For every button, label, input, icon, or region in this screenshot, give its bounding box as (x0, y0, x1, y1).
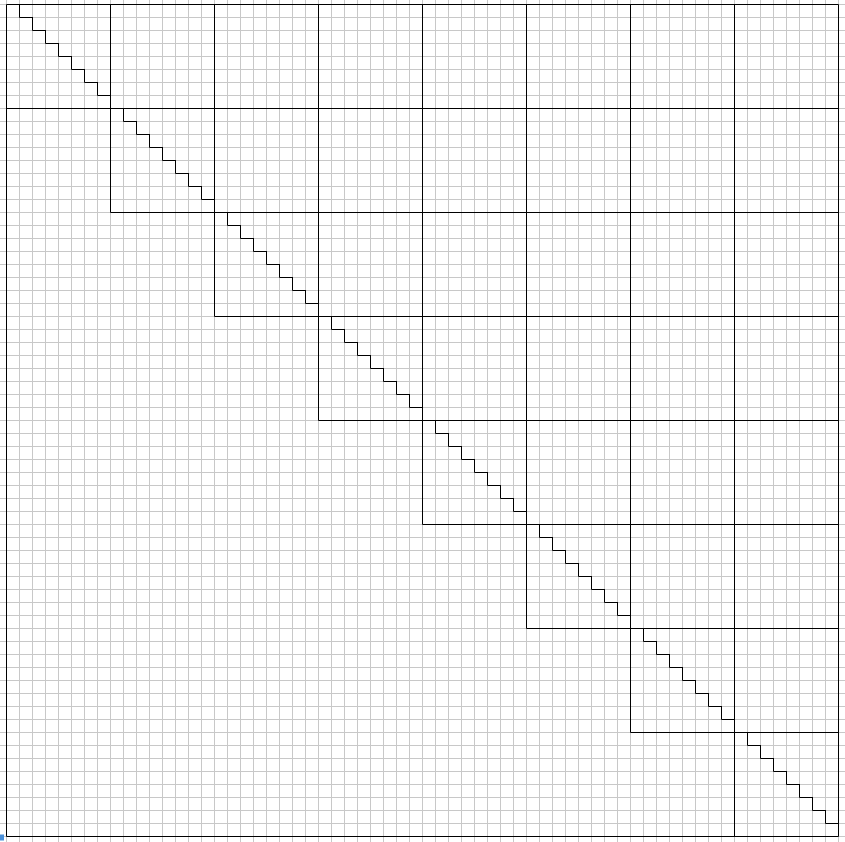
diagonal-staircase-block (214, 212, 319, 317)
diagonal-staircase-block (318, 316, 423, 421)
diagonal-staircase-block (526, 524, 631, 629)
corner-accent (0, 834, 4, 841)
diagonal-staircase-block (630, 628, 735, 733)
diagonal-staircase (6, 4, 839, 837)
diagonal-staircase-block (734, 732, 839, 837)
outer-frame (0, 4, 839, 841)
diagonal-staircase-block (422, 420, 527, 525)
diagonal-staircase-block (110, 108, 215, 213)
block-boundary-lines (6, 4, 839, 837)
